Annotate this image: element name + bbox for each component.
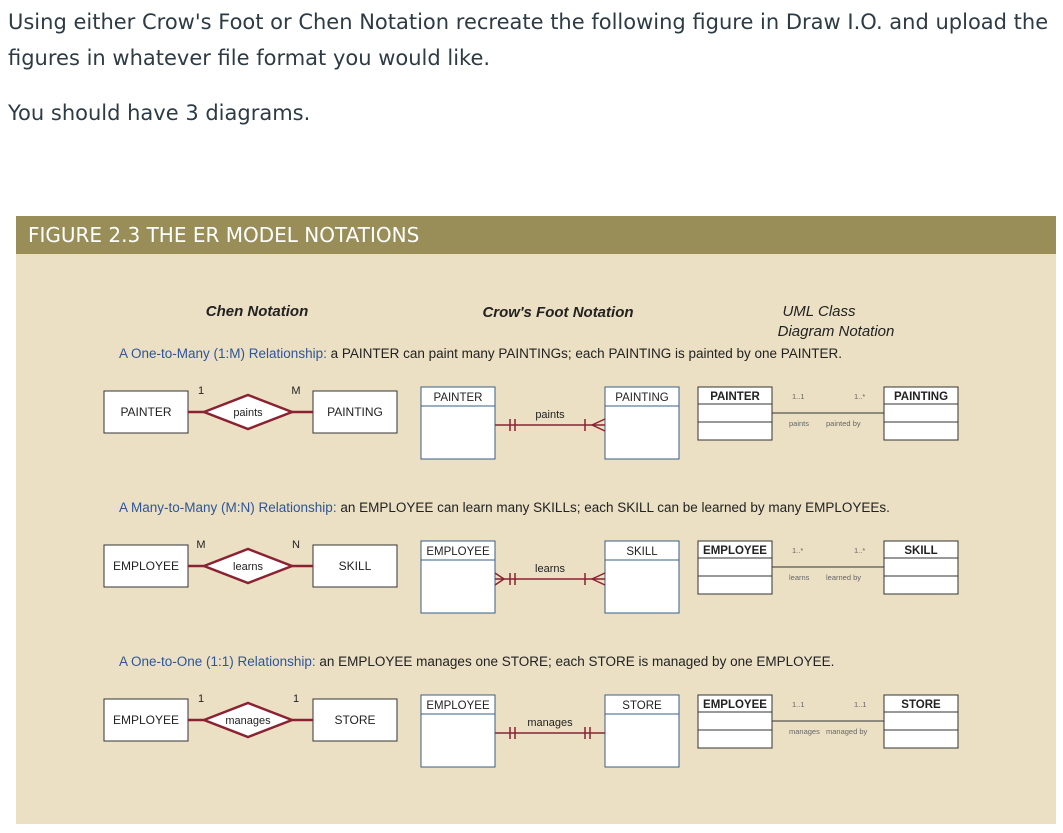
uml-header-line-2: Diagram Notation bbox=[778, 323, 895, 340]
uml-right-role: painted by bbox=[826, 419, 861, 428]
chen-right-entity bbox=[312, 544, 398, 588]
chen-right-cardinality: 1 bbox=[293, 693, 299, 705]
crows-foot-notation-header: Crow's Foot Notation bbox=[482, 304, 633, 321]
uml-left-multiplicity: 1..1 bbox=[792, 700, 805, 709]
uml-left-role: paints bbox=[789, 419, 809, 428]
chen-left-entity bbox=[103, 544, 189, 588]
uml-right-class-name: SKILL bbox=[904, 545, 937, 557]
crows-left-entity-label: PAINTER bbox=[434, 392, 483, 404]
caption-description: an EMPLOYEE can learn many SKILLs; each … bbox=[337, 500, 890, 515]
chen-left-entity bbox=[103, 390, 189, 434]
caption-relationship-type: A One-to-Many (1:M) Relationship: bbox=[119, 346, 327, 361]
question-line-3: You should have 3 diagrams. bbox=[8, 101, 311, 125]
uml-left-class-name: EMPLOYEE bbox=[703, 699, 767, 711]
uml-left-attr-box bbox=[697, 557, 773, 577]
uml-left-method-box bbox=[697, 729, 773, 749]
crows-right-entity-label: STORE bbox=[622, 700, 662, 712]
crows-right-body bbox=[604, 559, 680, 614]
chen-left-entity-label: PAINTER bbox=[120, 405, 171, 419]
uml-right-method-box bbox=[883, 421, 959, 441]
chen-right-entity-label: SKILL bbox=[339, 559, 372, 573]
chen-notation-header: Chen Notation bbox=[206, 303, 309, 320]
crows-left-entity-label: EMPLOYEE bbox=[426, 546, 490, 558]
uml-right-attr-box bbox=[883, 403, 959, 423]
chen-left-cardinality: M bbox=[196, 539, 205, 551]
figure-title: FIGURE 2.3 THE ER MODEL NOTATIONS bbox=[16, 216, 1056, 254]
uml-left-role: learns bbox=[789, 573, 810, 582]
crows-right-entity-label: SKILL bbox=[626, 546, 658, 558]
crows-right-body bbox=[604, 713, 680, 768]
chen-right-entity-label: STORE bbox=[334, 713, 375, 727]
er-diagram-canvas: Chen Notation Crow's Foot Notation UML C… bbox=[103, 303, 959, 768]
chen-right-cardinality: M bbox=[291, 385, 300, 397]
uml-right-class-name: STORE bbox=[901, 699, 941, 711]
chen-relationship-diamond bbox=[200, 547, 296, 585]
caption-relationship-type: A Many-to-Many (M:N) Relationship: bbox=[119, 500, 337, 515]
chen-right-entity bbox=[312, 698, 398, 742]
crows-right-foot-bottom bbox=[591, 424, 606, 432]
uml-left-attr-box bbox=[697, 403, 773, 423]
caption-description: an EMPLOYEE manages one STORE; each STOR… bbox=[316, 654, 835, 669]
uml-right-multiplicity: 1..* bbox=[854, 546, 865, 555]
uml-left-role: manages bbox=[789, 727, 820, 736]
chen-relationship-label: paints bbox=[233, 407, 263, 419]
caption-description: a PAINTER can paint many PAINTINGs; each… bbox=[327, 346, 842, 361]
uml-right-multiplicity: 1..* bbox=[854, 392, 865, 401]
crows-right-entity-label: PAINTING bbox=[615, 392, 669, 404]
uml-right-role: managed by bbox=[826, 727, 868, 736]
diagram-rows: A One-to-Many (1:M) Relationship: a PAIN… bbox=[103, 346, 959, 768]
row-caption-2: A Many-to-Many (M:N) Relationship: an EM… bbox=[119, 500, 890, 515]
crows-left-entity-label: EMPLOYEE bbox=[426, 700, 490, 712]
crows-right-foot-bottom bbox=[591, 578, 606, 586]
chen-relationship-diamond bbox=[200, 701, 296, 739]
uml-left-multiplicity: 1..* bbox=[792, 546, 803, 555]
crows-relationship-label: paints bbox=[535, 409, 565, 421]
crows-left-body bbox=[420, 405, 496, 460]
chen-relationship-diamond bbox=[200, 393, 296, 431]
crows-right-body bbox=[604, 405, 680, 460]
crows-right-foot-top bbox=[591, 572, 606, 580]
uml-right-class-name: PAINTING bbox=[894, 391, 948, 403]
crows-left-foot-bottom bbox=[494, 578, 505, 586]
row-caption-1: A One-to-Many (1:M) Relationship: a PAIN… bbox=[119, 346, 842, 361]
crows-relationship-label: learns bbox=[535, 563, 565, 575]
chen-right-cardinality: N bbox=[292, 539, 300, 551]
question-line-2: figures in whatever file format you woul… bbox=[8, 46, 491, 70]
chen-left-entity-label: EMPLOYEE bbox=[113, 559, 179, 573]
caption-relationship-type: A One-to-One (1:1) Relationship: bbox=[119, 654, 316, 669]
question-line-1: Using either Crow's Foot or Chen Notatio… bbox=[8, 10, 1049, 34]
crows-left-body bbox=[420, 713, 496, 768]
crows-left-foot-top bbox=[494, 572, 505, 580]
chen-relationship-label: learns bbox=[233, 561, 263, 573]
chen-right-entity-label: PAINTING bbox=[327, 405, 383, 419]
crows-left-body bbox=[420, 559, 496, 614]
uml-right-attr-box bbox=[883, 711, 959, 731]
crows-right-foot-top bbox=[591, 418, 606, 426]
row-caption-3: A One-to-One (1:1) Relationship: an EMPL… bbox=[119, 654, 834, 669]
chen-relationship-label: manages bbox=[225, 715, 271, 727]
er-notations-figure: FIGURE 2.3 THE ER MODEL NOTATIONS Chen N… bbox=[16, 216, 1056, 824]
uml-left-class-name: EMPLOYEE bbox=[703, 545, 767, 557]
chen-left-cardinality: 1 bbox=[198, 693, 204, 705]
uml-right-multiplicity: 1..1 bbox=[854, 700, 867, 709]
crows-relationship-label: manages bbox=[527, 717, 573, 729]
uml-left-attr-box bbox=[697, 711, 773, 731]
chen-left-entity-label: EMPLOYEE bbox=[113, 713, 179, 727]
uml-right-method-box bbox=[883, 575, 959, 595]
uml-left-method-box bbox=[697, 575, 773, 595]
uml-left-class-name: PAINTER bbox=[710, 391, 760, 403]
uml-right-role: learned by bbox=[826, 573, 861, 582]
uml-left-method-box bbox=[697, 421, 773, 441]
uml-right-method-box bbox=[883, 729, 959, 749]
uml-right-attr-box bbox=[883, 557, 959, 577]
chen-left-cardinality: 1 bbox=[198, 385, 204, 397]
uml-left-multiplicity: 1..1 bbox=[792, 392, 805, 401]
uml-header-line-1: UML Class bbox=[782, 303, 856, 320]
